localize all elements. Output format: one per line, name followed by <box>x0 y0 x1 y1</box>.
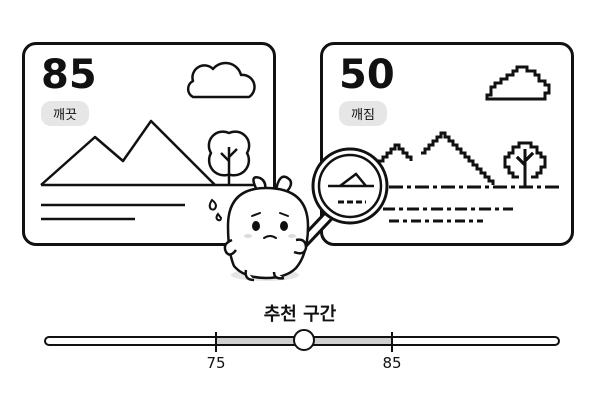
slider-thumb[interactable] <box>293 329 315 351</box>
quality-score: 85 <box>41 52 97 98</box>
clean-landscape-illustration <box>40 61 263 221</box>
range-end-tick <box>391 332 393 352</box>
rabbit-character-icon <box>223 175 310 282</box>
recommended-range-caption: 추천 구간 <box>263 304 337 325</box>
clean-image-card: 85 깨끗 <box>22 42 276 246</box>
cloud-icon <box>186 61 256 99</box>
quality-badge: 깨끗 <box>41 101 89 126</box>
range-start-label: 75 <box>206 354 226 372</box>
magnifying-glass-icon <box>294 147 389 252</box>
quality-score: 50 <box>339 52 395 98</box>
mountain-icon <box>40 119 216 186</box>
tree-icon <box>503 141 547 187</box>
range-start-tick <box>215 332 217 352</box>
tree-icon <box>207 130 251 185</box>
character-face <box>244 212 296 239</box>
range-end-label: 85 <box>382 354 402 372</box>
quality-range-slider[interactable] <box>44 329 560 352</box>
cloud-icon <box>485 65 551 101</box>
quality-badge: 깨짐 <box>339 101 387 126</box>
sweat-drop-icon <box>208 198 223 222</box>
